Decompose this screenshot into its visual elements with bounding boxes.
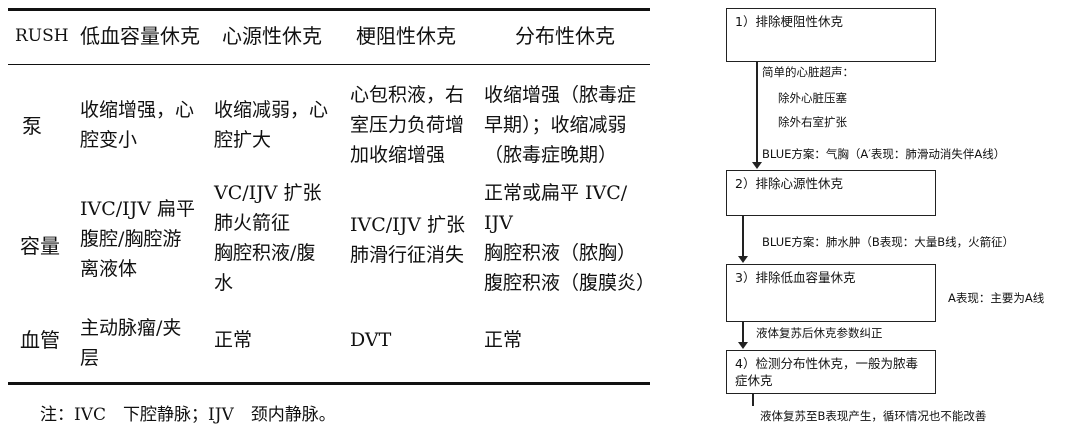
connector-2-3 (742, 216, 744, 256)
arrow-head (738, 256, 748, 263)
cell-pump-cardiogenic: 收缩减弱，心 腔扩大 (214, 99, 329, 151)
blue-edema-note: BLUE方案：肺水肿（B表现：大量B线，火箭征） (762, 235, 1015, 249)
header-distributive: 分布性休克 (515, 24, 615, 48)
connector-4-out (752, 394, 754, 406)
table-bottom-rule (8, 382, 650, 385)
cell-pump-hypovolemic: 收缩增强，心 腔变小 (80, 99, 195, 151)
a-profile-note: A表现：主要为A线 (948, 291, 1045, 305)
table-header-rule (8, 64, 650, 65)
header-rush: RUSH (15, 26, 69, 46)
cell-vessel-obstructive: DVT (350, 329, 392, 351)
table-footnote: 注：IVC 下腔静脉；IJV 颈内静脉。 (40, 405, 336, 425)
step1-note-echo: 简单的心脏超声： (762, 65, 854, 79)
step-4-box: 4）检测分布性休克，一般为脓毒 症休克 (726, 350, 936, 394)
arrow-head (752, 162, 762, 169)
fluid-b-profile-note: 液体复苏至B表现产生，循环情况也不能改善 (760, 409, 987, 423)
row-label-vessel: 血管 (20, 328, 60, 352)
cell-pump-distributive: 收缩增强（脓毒症 早期）；收缩减弱 （脓毒症晚期） (484, 84, 637, 166)
fluid-corrected-note: 液体复苏后休克参数纠正 (756, 326, 883, 340)
cell-vessel-hypovolemic: 主动脉瘤/夹 层 (80, 317, 182, 369)
cell-volume-hypovolemic: IVC/IJV 扁平 腹腔/胸腔游 离液体 (80, 198, 196, 280)
header-hypovolemic: 低血容量休克 (80, 24, 200, 48)
step1-note-tamponade: 除外心脏压塞 (778, 91, 847, 105)
header-cardiogenic: 心源性休克 (222, 24, 322, 48)
cell-volume-cardiogenic: VC/IJV 扩张 肺火箭征 胸腔积液/腹 水 (214, 182, 322, 294)
shock-flow-chart: 1）排除梗阻性休克 2）排除心源性休克 3）排除低血容量休克 4）检测分布性休克… (700, 0, 1080, 429)
header-obstructive: 梗阻性休克 (356, 24, 456, 48)
blue-pneumothorax-note: BLUE方案：气胸（A′表现：肺滑动消失伴A线） (762, 147, 1006, 161)
row-label-pump: 泵 (22, 114, 42, 138)
cell-vessel-distributive: 正常 (484, 329, 523, 351)
connector-3-4 (742, 322, 744, 344)
arrow-head (738, 342, 748, 349)
step1-note-rv: 除外右室扩张 (778, 115, 847, 129)
cell-vessel-cardiogenic: 正常 (214, 329, 253, 351)
connector-1-2 (756, 62, 758, 164)
cell-pump-obstructive: 心包积液，右 室压力负荷增 加收缩增强 (350, 84, 465, 166)
step-3-box: 3）排除低血容量休克 (726, 264, 936, 322)
table-top-rule (8, 8, 650, 11)
rush-table: RUSH 低血容量休克 心源性休克 梗阻性休克 分布性休克 泵 收缩增强，心 腔… (8, 8, 656, 425)
row-label-volume: 容量 (20, 234, 60, 258)
cell-volume-distributive: 正常或扁平 IVC/ IJV 胸腔积液（脓胸） 腹腔积液（腹膜炎） (484, 182, 656, 294)
step-1-box: 1）排除梗阻性休克 (726, 8, 936, 62)
step-2-box: 2）排除心源性休克 (726, 170, 936, 216)
cell-volume-obstructive: IVC/IJV 扩张 肺滑行征消失 (350, 214, 466, 266)
